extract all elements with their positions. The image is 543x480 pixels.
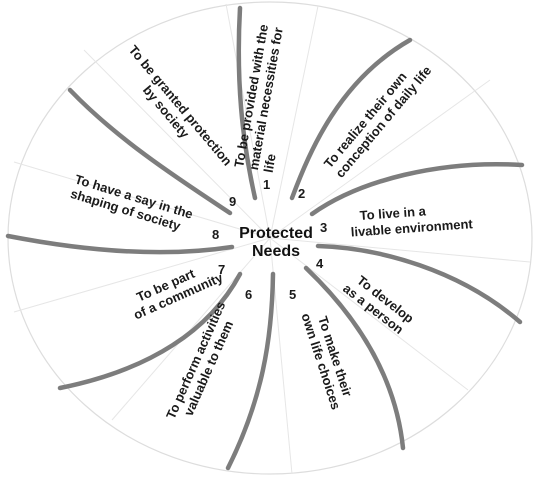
arm-8	[5, 233, 235, 255]
number-9: 9	[229, 194, 236, 209]
center-line2: Needs	[252, 243, 300, 260]
arm-1	[236, 5, 258, 201]
arm-2	[289, 37, 413, 201]
divider	[13, 237, 271, 313]
number-2: 2	[298, 186, 305, 201]
number-6: 6	[245, 287, 252, 302]
number-1: 1	[263, 177, 270, 192]
center-title: Protected Needs	[239, 225, 313, 260]
arm-6	[225, 271, 276, 471]
center-line1: Protected	[239, 225, 313, 242]
number-4: 4	[316, 256, 324, 271]
arm-7	[57, 271, 243, 391]
number-5: 5	[289, 287, 296, 302]
number-7: 7	[218, 262, 225, 277]
divider	[111, 237, 271, 421]
need-numbers: 1 2 3 4 5 6 7 8 9	[212, 177, 327, 302]
divider	[225, 3, 271, 239]
divider	[83, 49, 271, 239]
divider	[269, 237, 469, 391]
divider	[269, 237, 531, 263]
need-3-line1: To live in a	[359, 203, 427, 223]
divider	[13, 161, 271, 239]
arm-3	[309, 162, 525, 217]
need-1-line3: life	[261, 153, 279, 174]
number-8: 8	[212, 227, 219, 242]
divider	[269, 5, 319, 239]
arm-9	[67, 87, 233, 216]
spiral-arms	[5, 5, 525, 471]
arm-4	[315, 243, 523, 325]
divider	[269, 79, 491, 239]
sector-dividers	[13, 3, 531, 475]
number-3: 3	[320, 220, 327, 235]
arm-5	[303, 265, 406, 451]
